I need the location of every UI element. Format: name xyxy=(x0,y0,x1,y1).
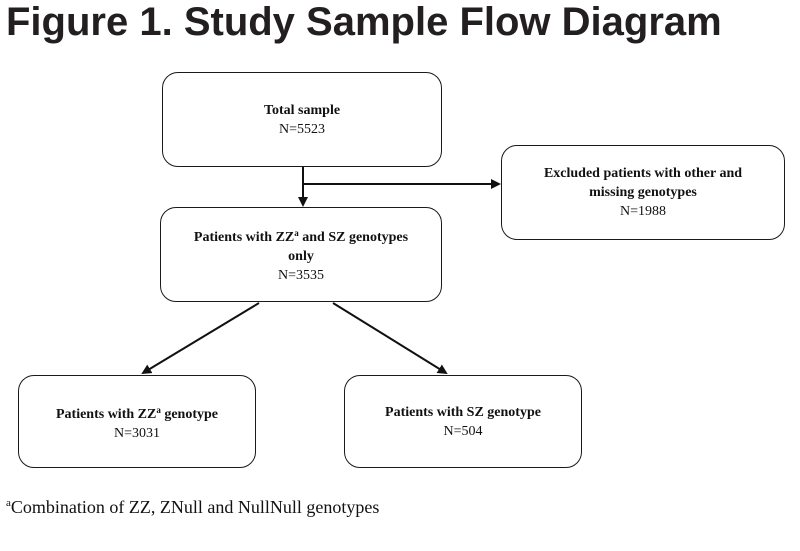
arrow-to-zz xyxy=(141,302,260,375)
node-excluded-label-line2: missing genotypes xyxy=(589,185,697,200)
footnote-marker: a xyxy=(6,497,11,509)
footnote: aCombination of ZZ, ZNull and NullNull g… xyxy=(6,497,379,518)
node-zz-count: N=3031 xyxy=(113,425,160,441)
node-sz-count: N=504 xyxy=(443,423,483,439)
node-zz-label: Patients with ZZa genotype xyxy=(55,404,218,422)
footnote-text: Combination of ZZ, ZNull and NullNull ge… xyxy=(10,497,380,517)
node-sz: Patients with SZ genotype N=504 xyxy=(344,375,582,468)
figure-title: Figure 1. Study Sample Flow Diagram xyxy=(6,0,722,44)
node-zz-sz-label-line1: Patients with ZZa and SZ genotypes xyxy=(193,228,409,245)
node-total-label: Total sample xyxy=(263,102,341,118)
node-excluded: Excluded patients with other and missing… xyxy=(501,145,785,240)
node-excluded-count: N=1988 xyxy=(619,204,666,219)
node-zz: Patients with ZZa genotype N=3031 xyxy=(18,375,256,468)
node-zz-sz-count: N=3535 xyxy=(277,268,324,283)
node-sz-label: Patients with SZ genotype xyxy=(385,404,541,420)
node-zz-sz-label-line2: only xyxy=(288,249,314,264)
node-total-count: N=5523 xyxy=(278,121,325,137)
node-total-sample: Total sample N=5523 xyxy=(162,72,442,167)
arrow-to-sz xyxy=(332,302,448,375)
node-zz-sz: Patients with ZZa and SZ genotypes only … xyxy=(160,207,442,302)
node-excluded-label-line1: Excluded patients with other and xyxy=(543,166,743,181)
